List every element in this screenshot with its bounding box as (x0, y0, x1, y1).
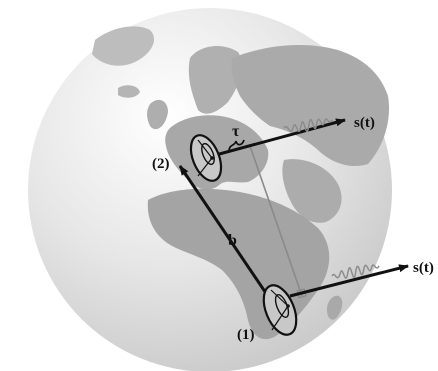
wave-packet-upper (283, 118, 333, 133)
landmass-madagascar (326, 295, 343, 320)
label-station-1: (1) (237, 327, 255, 343)
signal-arrow-lower (289, 264, 409, 298)
baseline-arrow (178, 165, 278, 309)
landmass-scandinavia (188, 46, 242, 114)
label-tau: τ (232, 123, 240, 140)
tau-brace (228, 139, 245, 151)
earth-globe (28, 8, 392, 371)
landmass-middle-east (282, 159, 342, 223)
label-station-2: (2) (152, 156, 170, 172)
landmass-eurasia (231, 44, 390, 167)
antenna-dish-station-1 (262, 284, 298, 336)
wavefront-geometry-line (249, 145, 303, 297)
antenna-dish-station-2 (189, 134, 223, 182)
label-signal-upper: s(t) (354, 115, 375, 131)
label-baseline-b: b (228, 232, 237, 249)
label-signal-lower: s(t) (413, 260, 434, 276)
wave-packet-lower (331, 264, 380, 279)
landmass-iceland (118, 85, 140, 98)
landmass-british-isles (147, 99, 168, 130)
landmass-greenland (92, 26, 155, 66)
signal-arrow-upper (211, 118, 346, 158)
